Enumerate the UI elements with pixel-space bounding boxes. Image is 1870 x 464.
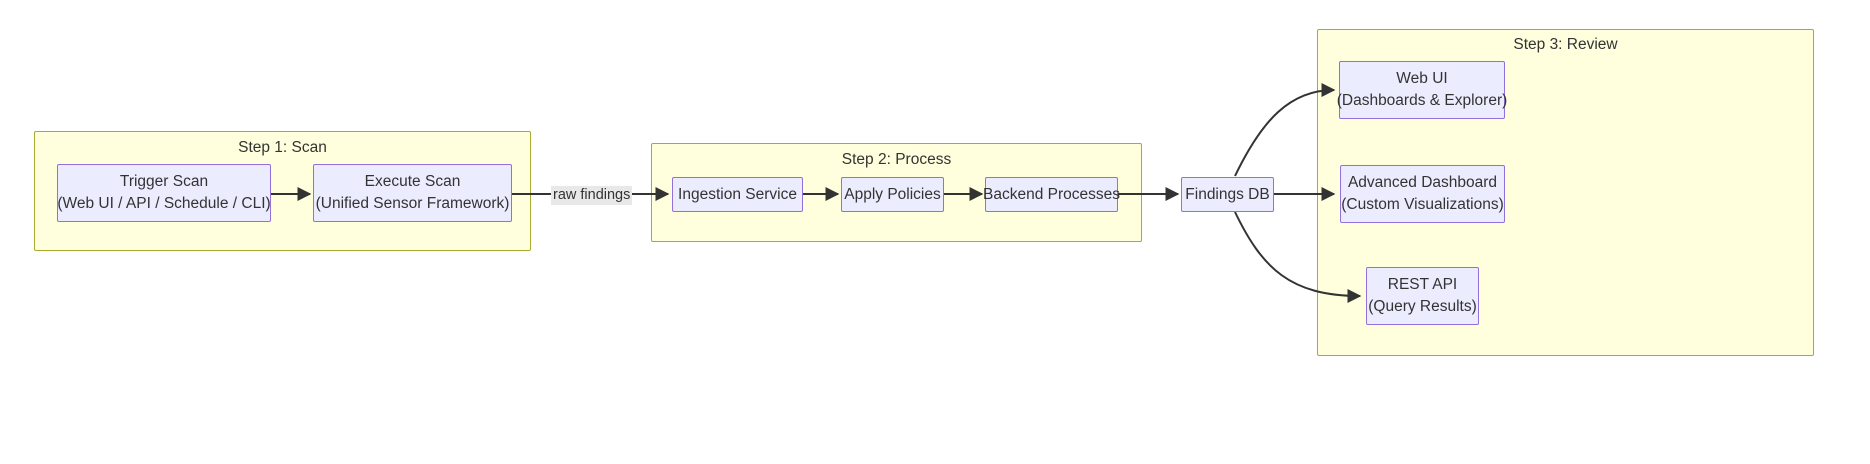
cluster-step3-title: Step 3: Review [1513, 36, 1618, 53]
node-advanced-dashboard-line1: Advanced Dashboard [1347, 174, 1498, 191]
cluster-step1-title: Step 1: Scan [238, 139, 327, 156]
node-trigger-scan-line2: (Web UI / API / Schedule / CLI) [57, 195, 271, 212]
node-web-ui[interactable]: Web UI (Dashboards & Explorer) [1336, 61, 1508, 119]
node-ingestion-service[interactable]: Ingestion Service [672, 177, 803, 212]
node-advanced-dashboard[interactable]: Advanced Dashboard (Custom Visualization… [1340, 165, 1505, 223]
node-apply-policies-label: Apply Policies [844, 185, 941, 203]
node-trigger-scan-line1: Trigger Scan [119, 173, 209, 190]
node-advanced-dashboard-line2: (Custom Visualizations) [1341, 196, 1504, 213]
node-ingestion-service-label: Ingestion Service [678, 185, 797, 203]
node-trigger-scan[interactable]: Trigger Scan (Web UI / API / Schedule / … [57, 164, 271, 222]
node-backend-processes-label: Backend Processes [983, 185, 1120, 203]
node-execute-scan-line2: (Unified Sensor Framework) [315, 195, 510, 212]
node-rest-api-line1: REST API [1387, 276, 1458, 293]
node-web-ui-line1: Web UI [1396, 70, 1448, 87]
node-backend-processes[interactable]: Backend Processes [983, 177, 1120, 212]
node-web-ui-line2: (Dashboards & Explorer) [1336, 92, 1508, 109]
edge-label-raw-findings: raw findings [551, 186, 633, 205]
node-execute-scan-line1: Execute Scan [364, 173, 461, 190]
node-rest-api[interactable]: REST API (Query Results) [1366, 267, 1479, 325]
node-findings-db[interactable]: Findings DB [1181, 177, 1274, 212]
node-apply-policies[interactable]: Apply Policies [841, 177, 944, 212]
node-execute-scan[interactable]: Execute Scan (Unified Sensor Framework) [313, 164, 512, 222]
cluster-step2-title: Step 2: Process [841, 151, 952, 168]
node-rest-api-line2: (Query Results) [1368, 298, 1477, 315]
node-findings-db-label: Findings DB [1185, 185, 1270, 203]
